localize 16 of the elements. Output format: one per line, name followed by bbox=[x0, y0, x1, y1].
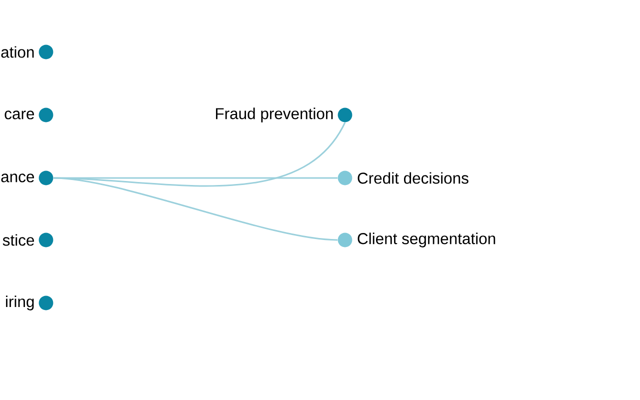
node-label: stice bbox=[2, 234, 34, 246]
node-label: ance bbox=[1, 174, 34, 182]
tree-node: ance bbox=[1, 170, 54, 186]
tree-node: Client segmentation bbox=[338, 232, 496, 248]
node-label: care bbox=[4, 110, 34, 120]
tree-node: ation bbox=[1, 44, 54, 60]
tree-node: stice bbox=[2, 232, 54, 248]
node-label: iring bbox=[6, 296, 34, 310]
tree-node: Fraud prevention bbox=[216, 108, 352, 122]
tree-link bbox=[53, 177, 338, 179]
tree-node: Credit decisions bbox=[338, 170, 468, 186]
node-label: Credit decisions bbox=[358, 172, 468, 184]
tree-node: care bbox=[4, 108, 54, 122]
node-label: ation bbox=[1, 46, 34, 58]
tree-node: iring bbox=[6, 296, 54, 310]
tree-link bbox=[53, 177, 338, 241]
